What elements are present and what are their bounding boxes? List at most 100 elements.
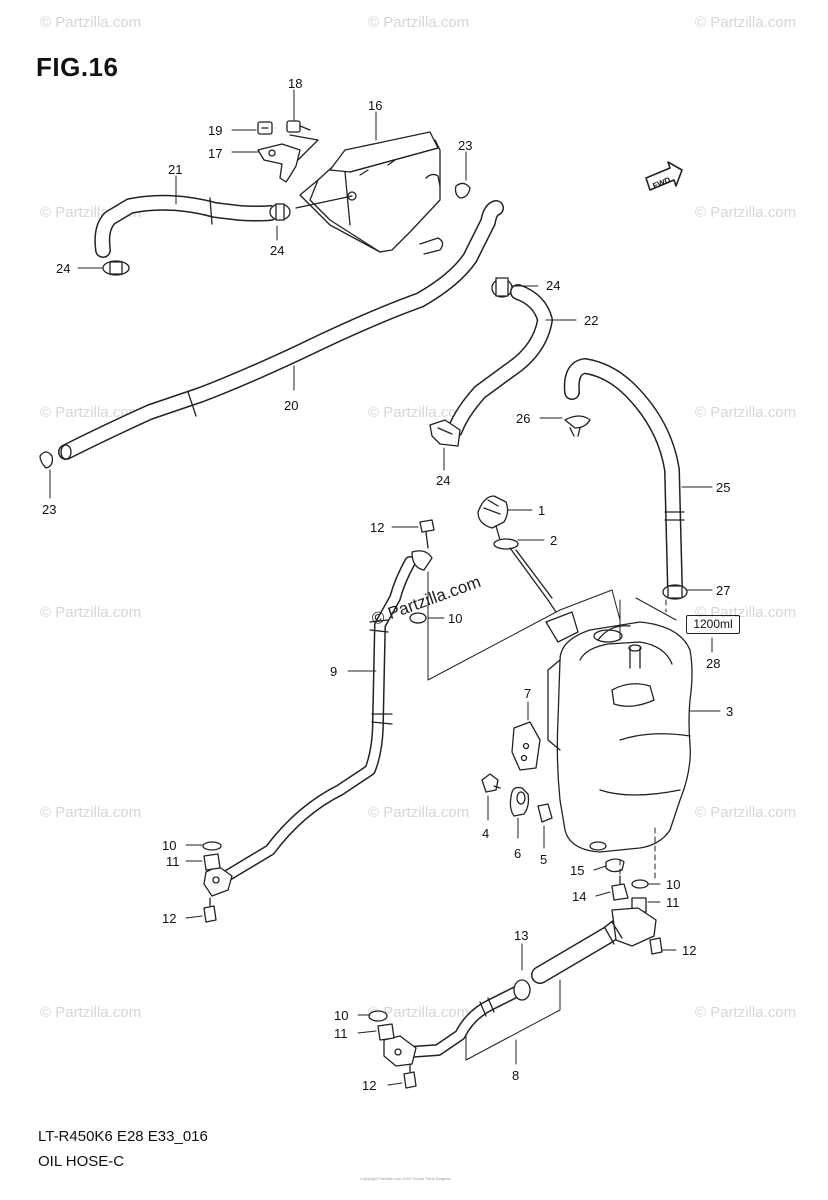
part-1-oil-cap xyxy=(477,495,509,541)
footer-fine-print: Copyright Partzilla.com 2024 Suzuki Part… xyxy=(360,1176,451,1181)
callout-10: 10 xyxy=(162,838,176,853)
watermark: © Partzilla.com xyxy=(40,1004,142,1021)
callout-10: 10 xyxy=(448,611,462,626)
watermark: © Partzilla.com xyxy=(40,804,142,821)
part-5-collar xyxy=(537,803,553,823)
callout-26: 26 xyxy=(516,411,530,426)
dipstick xyxy=(509,547,579,643)
callout-6: 6 xyxy=(514,846,521,861)
watermark: © Partzilla.com xyxy=(368,404,470,421)
part-9-hose xyxy=(203,550,433,897)
part-11-union xyxy=(203,853,221,871)
dashed-guides xyxy=(619,599,667,881)
model-code: LT-R450K6 E28 E33_016 xyxy=(38,1128,208,1145)
callout-18: 18 xyxy=(288,76,302,91)
capacity-label: 1200ml xyxy=(686,615,740,634)
callout-9: 9 xyxy=(330,664,337,679)
callout-10: 10 xyxy=(666,877,680,892)
part-13-clamp xyxy=(513,979,531,1001)
callout-3: 3 xyxy=(726,704,733,719)
assembly-lines xyxy=(427,571,677,1061)
part-10-washer xyxy=(631,879,649,889)
watermark: © Partzilla.com xyxy=(695,14,797,31)
callout-12: 12 xyxy=(362,1078,376,1093)
watermark: © Partzilla.com xyxy=(695,404,797,421)
callout-23: 23 xyxy=(42,502,56,517)
watermark: © Partzilla.com xyxy=(695,804,797,821)
callout-22: 22 xyxy=(584,313,598,328)
part-15-washer xyxy=(605,858,625,873)
callout-24: 24 xyxy=(436,473,450,488)
part-10-washer xyxy=(368,1010,388,1022)
part-16-breather-box xyxy=(295,131,444,255)
callout-11: 11 xyxy=(166,854,180,869)
part-7-bracket xyxy=(511,721,541,771)
section-name: OIL HOSE-C xyxy=(38,1153,125,1170)
part-25-hose xyxy=(563,358,685,598)
callout-28: 28 xyxy=(706,656,720,671)
callout-27: 27 xyxy=(716,583,730,598)
part-21-hose xyxy=(94,194,278,258)
callout-20: 20 xyxy=(284,398,298,413)
callout-13: 13 xyxy=(514,928,528,943)
fwd-arrow-icon xyxy=(645,161,683,191)
watermark: © Partzilla.com xyxy=(368,1004,470,1021)
callout-5: 5 xyxy=(540,852,547,867)
part-20-hose xyxy=(58,200,504,460)
callout-2: 2 xyxy=(550,533,557,548)
part-22-hose xyxy=(447,284,553,438)
watermark: © Partzilla.com xyxy=(368,14,470,31)
part-12-bolt xyxy=(403,937,663,1089)
part-2-gasket xyxy=(493,538,519,550)
callout-14: 14 xyxy=(572,889,586,904)
part-23-clip xyxy=(39,182,471,469)
callout-4: 4 xyxy=(482,826,489,841)
watermark: © Partzilla.com xyxy=(695,604,797,621)
part-11-union xyxy=(377,1023,395,1041)
callout-16: 16 xyxy=(368,98,382,113)
part-17-bracket xyxy=(257,143,301,183)
callout-25: 25 xyxy=(716,480,730,495)
part-10-washer xyxy=(202,612,427,851)
callout-24: 24 xyxy=(56,261,70,276)
callout-8: 8 xyxy=(512,1068,519,1083)
part-27-clamp xyxy=(662,584,688,600)
watermark: © Partzilla.com xyxy=(695,1004,797,1021)
part-4-bolt xyxy=(481,773,501,793)
leader-lines xyxy=(49,89,721,1086)
callout-24: 24 xyxy=(546,278,560,293)
callout-23: 23 xyxy=(458,138,472,153)
watermark: © Partzilla.com xyxy=(40,604,142,621)
watermark: © Partzilla.com xyxy=(695,204,797,221)
callout-12: 12 xyxy=(682,943,696,958)
callout-11: 11 xyxy=(334,1026,348,1041)
callout-19: 19 xyxy=(208,123,222,138)
part-24-clamp xyxy=(429,419,461,447)
callout-15: 15 xyxy=(570,863,584,878)
watermark: © Partzilla.com xyxy=(40,14,142,31)
part-6-grommet xyxy=(509,786,530,817)
callout-7: 7 xyxy=(524,686,531,701)
callout-17: 17 xyxy=(208,146,222,161)
part-3-oil-tank xyxy=(547,621,693,853)
part-12-bolt xyxy=(203,519,435,923)
part-24-clamp xyxy=(102,260,130,276)
part-18-bolt xyxy=(286,120,319,161)
part-24-clamp xyxy=(491,277,513,298)
part-24-clamp xyxy=(269,203,291,221)
callout-10: 10 xyxy=(334,1008,348,1023)
callout-12: 12 xyxy=(162,911,176,926)
part-19-bolt xyxy=(257,121,273,135)
callout-1: 1 xyxy=(538,503,545,518)
callout-12: 12 xyxy=(370,520,384,535)
part-8-hose xyxy=(383,907,657,1067)
watermark: © Partzilla.com xyxy=(368,804,470,821)
callout-24: 24 xyxy=(270,243,284,258)
callout-21: 21 xyxy=(168,162,182,177)
figure-title: FIG.16 xyxy=(36,52,119,82)
callout-11: 11 xyxy=(666,895,680,910)
part-26-clip xyxy=(564,415,591,437)
watermark: © Partzilla.com xyxy=(40,404,142,421)
